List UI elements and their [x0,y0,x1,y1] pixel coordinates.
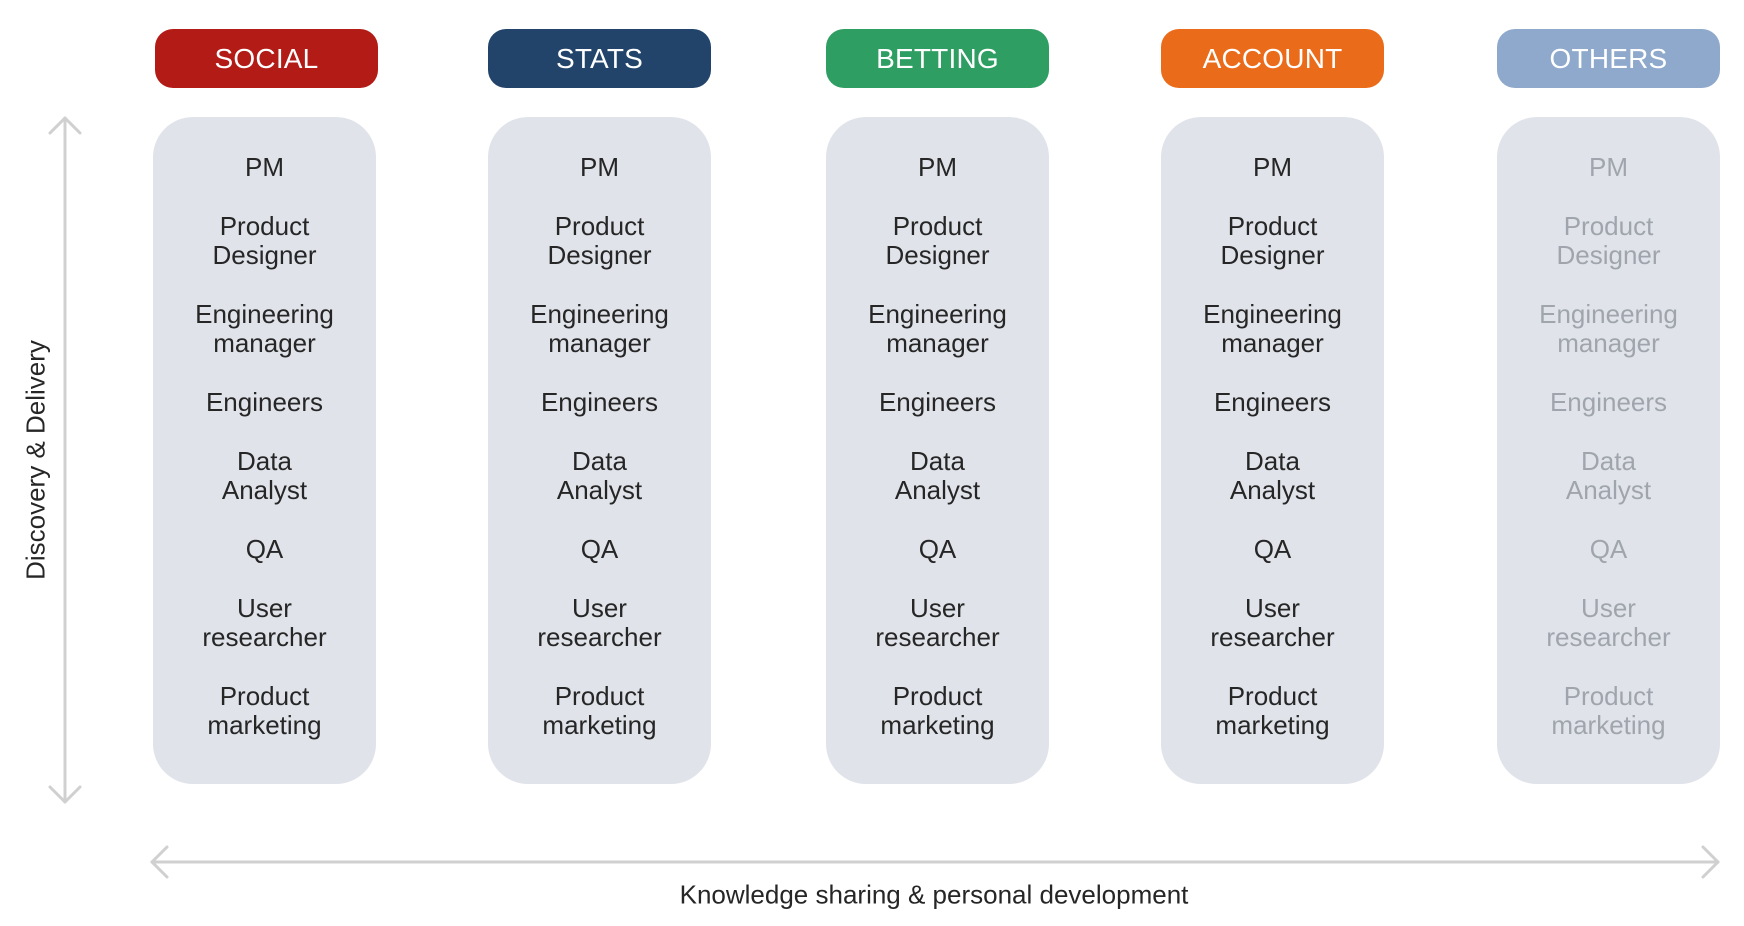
team-header-label: BETTING [876,42,999,74]
role-pm: PM [245,152,284,182]
team-header-label: OTHERS [1549,42,1668,74]
role-product-marketing: Product marketing [1551,681,1666,740]
role-product-designer: Product Designer [1220,211,1325,270]
role-data-analyst: Data Analyst [1229,446,1316,505]
team-column-account: PM Product Designer Engineering manager … [1161,117,1384,784]
team-header-label: ACCOUNT [1202,42,1343,74]
role-product-designer: Product Designer [1556,211,1661,270]
role-engineers: Engineers [205,387,324,417]
role-user-researcher: User researcher [875,593,1000,652]
role-product-marketing: Product marketing [880,681,995,740]
horizontal-axis-arrowhead-left [150,845,169,879]
role-product-designer: Product Designer [212,211,317,270]
team-header-account: ACCOUNT [1161,29,1384,88]
role-pm: PM [918,152,957,182]
role-engineering-manager: Engineering manager [1203,299,1342,358]
team-header-others: OTHERS [1497,29,1720,88]
role-product-marketing: Product marketing [542,681,657,740]
role-qa: QA [918,534,957,564]
role-data-analyst: Data Analyst [1565,446,1652,505]
role-engineers: Engineers [540,387,659,417]
vertical-axis-arrowhead-bottom [48,785,82,804]
role-pm: PM [580,152,619,182]
team-column-others: PM Product Designer Engineering manager … [1497,117,1720,784]
team-header-label: STATS [555,42,644,74]
role-user-researcher: User researcher [202,593,327,652]
role-engineering-manager: Engineering manager [868,299,1007,358]
role-pm: PM [1589,152,1628,182]
role-data-analyst: Data Analyst [556,446,643,505]
role-user-researcher: User researcher [1546,593,1671,652]
role-user-researcher: User researcher [537,593,662,652]
team-column-betting: PM Product Designer Engineering manager … [826,117,1049,784]
team-column-stats: PM Product Designer Engineering manager … [488,117,711,784]
role-product-designer: Product Designer [885,211,990,270]
role-engineering-manager: Engineering manager [195,299,334,358]
role-data-analyst: Data Analyst [221,446,308,505]
team-header-stats: STATS [488,29,711,88]
role-user-researcher: User researcher [1210,593,1335,652]
vertical-axis-label: Discovery & Delivery [20,340,51,580]
role-data-analyst: Data Analyst [894,446,981,505]
role-engineering-manager: Engineering manager [530,299,669,358]
role-qa: QA [1589,534,1628,564]
role-qa: QA [1253,534,1292,564]
horizontal-axis-label: Knowledge sharing & personal development [679,879,1189,910]
team-header-betting: BETTING [826,29,1049,88]
role-pm: PM [1253,152,1292,182]
team-header-label: SOCIAL [214,42,319,74]
role-engineering-manager: Engineering manager [1539,299,1678,358]
team-column-social: PM Product Designer Engineering manager … [153,117,376,784]
role-engineers: Engineers [878,387,997,417]
role-qa: QA [580,534,619,564]
role-engineers: Engineers [1213,387,1332,417]
horizontal-axis-arrowhead-right [1701,845,1720,879]
vertical-axis-arrowhead-top [48,116,82,135]
role-product-marketing: Product marketing [207,681,322,740]
role-product-marketing: Product marketing [1215,681,1330,740]
team-header-social: SOCIAL [155,29,378,88]
role-qa: QA [245,534,284,564]
role-engineers: Engineers [1549,387,1668,417]
role-product-designer: Product Designer [547,211,652,270]
